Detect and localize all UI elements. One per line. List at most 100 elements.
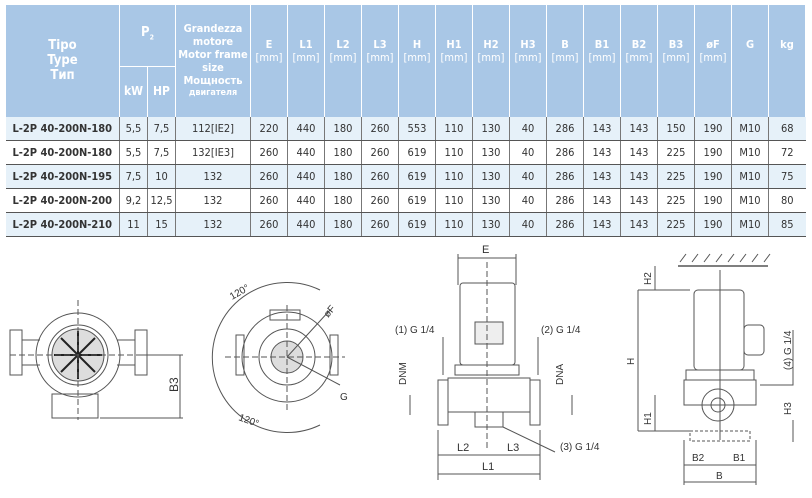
table-cell: 130 <box>472 140 510 165</box>
table-cell: 190 <box>694 188 732 213</box>
table-cell: 440 <box>287 164 325 189</box>
table-cell: 180 <box>324 212 362 237</box>
header-dim-label: L2 <box>336 38 350 51</box>
table-cell: 7,5 <box>119 164 148 189</box>
header-h: H[mm] <box>398 5 436 117</box>
header-motor-line: size <box>202 60 224 74</box>
dim-b2-label: B2 <box>692 453 705 464</box>
table-cell: 180 <box>324 140 362 165</box>
header-dim-unit: [mm] <box>403 51 431 64</box>
table-cell: 132 <box>175 164 251 189</box>
port-3-label: (3) G 1/4 <box>560 442 600 453</box>
table-cell: 132[IE3] <box>175 140 251 165</box>
header-motor-line: Motor frame <box>178 47 248 61</box>
table-cell: 143 <box>583 140 621 165</box>
header-b3: B3[mm] <box>657 5 695 117</box>
header-h1: H1[mm] <box>435 5 473 117</box>
cell-model: L-2P 40-200N-180 <box>5 116 120 141</box>
header-dim-unit: [mm] <box>329 51 357 64</box>
table-cell: 260 <box>361 164 399 189</box>
table-cell: M10 <box>731 164 769 189</box>
table-cell: 260 <box>361 188 399 213</box>
cell-model: L-2P 40-200N-210 <box>5 212 120 237</box>
table-cell: 85 <box>768 212 806 237</box>
table-cell: 130 <box>472 188 510 213</box>
dim-e-label: E <box>482 244 489 256</box>
table-cell: 75 <box>768 164 806 189</box>
table-cell: 7,5 <box>147 140 176 165</box>
table-cell: 225 <box>657 140 695 165</box>
header-motor-line: двигателя <box>188 87 238 98</box>
port-1-label: (1) G 1/4 <box>395 325 435 336</box>
pump-front-view: E (1) G 1/4 (2) G 1/4 (3) G 1/4 DNM DNA … <box>395 244 600 480</box>
table-cell: 40 <box>509 140 547 165</box>
table-cell: 220 <box>250 116 288 141</box>
table-cell: 225 <box>657 212 695 237</box>
table-cell: 190 <box>694 116 732 141</box>
table-cell: 15 <box>147 212 176 237</box>
table-cell: 260 <box>250 188 288 213</box>
table-cell: 440 <box>287 188 325 213</box>
header-tipo-line: Type <box>47 53 78 69</box>
table-cell: 110 <box>435 116 473 141</box>
table-cell: 619 <box>398 212 436 237</box>
table-cell: 260 <box>250 140 288 165</box>
table-cell: 180 <box>324 188 362 213</box>
header-g: G <box>731 5 769 117</box>
header-b1: B1[mm] <box>583 5 621 117</box>
dim-h2-label: H2 <box>643 272 654 285</box>
table-cell: 260 <box>361 116 399 141</box>
port-4-label: (4) G 1/4 <box>783 330 794 370</box>
table-cell: 619 <box>398 188 436 213</box>
header-l3: L3[mm] <box>361 5 399 117</box>
header-dim-unit: [mm] <box>625 51 653 64</box>
header-dim-unit: [mm] <box>292 51 320 64</box>
table-cell: M10 <box>731 116 769 141</box>
header-dim-label: øF <box>706 38 720 51</box>
table-cell: M10 <box>731 188 769 213</box>
dim-b3-label: B3 <box>167 377 181 392</box>
dnm-label: DNM <box>398 362 409 385</box>
header-dim-label: B <box>561 38 569 51</box>
bolt-g-label: G <box>340 392 348 403</box>
table-cell: 260 <box>361 140 399 165</box>
table-cell: 190 <box>694 212 732 237</box>
table-cell: 180 <box>324 164 362 189</box>
dim-l3-label: L3 <box>507 442 519 454</box>
table-cell: 110 <box>435 212 473 237</box>
header-l1: L1[mm] <box>287 5 325 117</box>
table-cell: 553 <box>398 116 436 141</box>
table-cell: 260 <box>250 164 288 189</box>
table-cell: 286 <box>546 140 584 165</box>
table-cell: 619 <box>398 164 436 189</box>
table-cell: 40 <box>509 212 547 237</box>
header-dim-unit: [mm] <box>514 51 542 64</box>
table-cell: 286 <box>546 188 584 213</box>
header-dim-label: B2 <box>631 38 647 51</box>
table-cell: 12,5 <box>147 188 176 213</box>
table-cell: 143 <box>620 116 658 141</box>
header-dim-label: kg <box>780 38 794 51</box>
table-cell: 40 <box>509 164 547 189</box>
table-cell: 143 <box>620 164 658 189</box>
table-cell: 143 <box>583 116 621 141</box>
cell-model: L-2P 40-200N-180 <box>5 140 120 165</box>
pump-side-view: H2 H H1 H3 (4) G 1/4 B2 B1 B <box>626 253 794 485</box>
table-cell: 40 <box>509 188 547 213</box>
table-cell: M10 <box>731 140 769 165</box>
dim-b1-label: B1 <box>733 453 746 464</box>
table-cell: 440 <box>287 212 325 237</box>
dim-b-label: B <box>716 471 723 482</box>
dim-h-label: H <box>626 358 637 365</box>
header-h2: H2[mm] <box>472 5 510 117</box>
pump-top-view: B3 <box>9 300 183 420</box>
header-dim-label: L1 <box>299 38 313 51</box>
header-p2-label: P <box>141 24 150 40</box>
header-dim-label: H <box>412 38 422 51</box>
